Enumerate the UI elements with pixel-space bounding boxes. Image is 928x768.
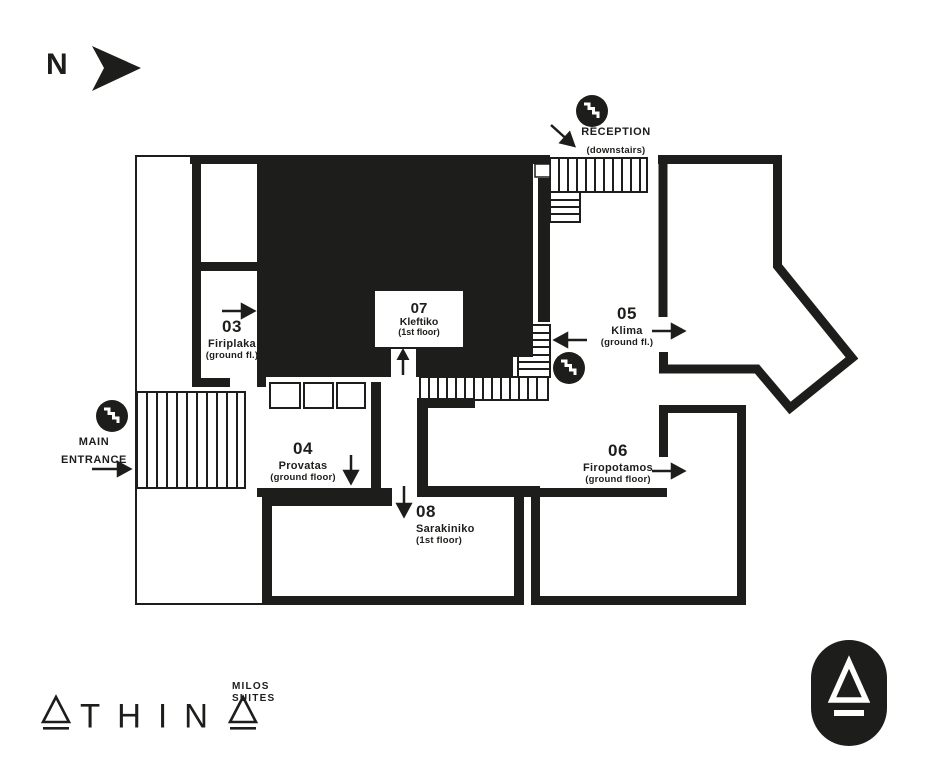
wall bbox=[262, 497, 392, 506]
entrance-stairs bbox=[136, 391, 246, 489]
letter-a-glyph bbox=[40, 694, 72, 730]
door-arrows bbox=[92, 124, 687, 519]
room-name: Kleftiko bbox=[399, 315, 439, 328]
arrow-left-icon bbox=[552, 331, 587, 349]
room-number: 03 bbox=[222, 317, 242, 336]
stair-treads bbox=[146, 392, 238, 488]
room-name: Provatas bbox=[278, 459, 328, 472]
room-name: Firiplaka bbox=[208, 337, 256, 350]
room-floor: (1st floor) bbox=[398, 326, 440, 337]
tagline-line2: SUITES bbox=[232, 692, 276, 704]
wall bbox=[417, 398, 475, 408]
stairs-icon bbox=[553, 352, 585, 384]
stair-treads bbox=[428, 377, 538, 400]
wall bbox=[659, 405, 746, 413]
wall bbox=[538, 178, 550, 322]
wall bbox=[257, 155, 266, 387]
room-name: Klima bbox=[611, 324, 643, 337]
main-entrance-line1: MAIN bbox=[78, 436, 110, 448]
arrow-up-icon bbox=[396, 348, 410, 375]
thick-walls bbox=[190, 155, 746, 605]
main-entrance-line2: ENTRANCE bbox=[61, 453, 127, 466]
wall bbox=[257, 357, 391, 377]
room-03-label: 03 Firiplaka (ground fl.) bbox=[194, 317, 270, 361]
stair-treads bbox=[550, 199, 580, 215]
arrow-down-icon bbox=[395, 486, 413, 519]
stairs-icon bbox=[96, 400, 128, 432]
wall bbox=[531, 488, 540, 605]
wall-notch bbox=[534, 163, 551, 178]
room-number: 06 bbox=[608, 441, 628, 460]
arrow-right-icon bbox=[652, 322, 687, 340]
wall bbox=[417, 398, 428, 497]
wall bbox=[531, 596, 746, 605]
room-name: Firopotamos bbox=[583, 461, 653, 474]
stair-treads bbox=[558, 158, 641, 192]
arrow-down-right-icon bbox=[550, 124, 576, 148]
wall bbox=[659, 405, 668, 457]
stairs-icon bbox=[576, 95, 608, 127]
reception-stairs bbox=[549, 157, 648, 193]
room-floor: (ground floor) bbox=[270, 471, 336, 483]
arrow-down-icon bbox=[342, 455, 360, 486]
small-unit bbox=[269, 382, 301, 409]
room-08-label: 08 Sarakiniko (1st floor) bbox=[416, 502, 496, 546]
arrow-right-icon bbox=[222, 302, 257, 320]
reception-title: RECEPTION bbox=[581, 126, 651, 138]
reception-subtitle: (downstairs) bbox=[586, 144, 646, 156]
room-number: 08 bbox=[416, 502, 436, 521]
room-floor: (ground fl.) bbox=[600, 336, 654, 348]
outer-boundary bbox=[135, 155, 263, 605]
small-unit bbox=[303, 382, 334, 409]
room-06-label: 06 Firopotamos (ground floor) bbox=[576, 441, 660, 485]
north-arrow-icon bbox=[92, 46, 141, 91]
wall bbox=[198, 262, 266, 271]
brand-tagline: MILOS SUITES bbox=[232, 681, 275, 704]
letter-a-glyph bbox=[227, 694, 259, 730]
brand-monogram-badge bbox=[811, 640, 887, 746]
small-unit bbox=[336, 382, 366, 409]
wall bbox=[192, 155, 201, 387]
room-05-label: 05 Klima (ground fl.) bbox=[588, 304, 666, 348]
stair-treads bbox=[518, 332, 550, 370]
room-number: 04 bbox=[293, 439, 313, 458]
room-floor: (ground floor) bbox=[585, 473, 651, 485]
wall bbox=[737, 413, 746, 605]
brand-wordmark: THIN bbox=[40, 688, 259, 735]
room-name: Sarakiniko bbox=[416, 522, 475, 535]
wall bbox=[416, 357, 513, 377]
room-floor: (ground fl.) bbox=[205, 349, 259, 361]
wall bbox=[531, 488, 667, 497]
wall bbox=[428, 486, 540, 497]
room-04-label: 04 Provatas (ground floor) bbox=[263, 439, 343, 483]
stairs-icons bbox=[96, 95, 608, 432]
room-05-walls bbox=[658, 155, 859, 415]
wall bbox=[192, 378, 230, 387]
wall bbox=[190, 155, 550, 164]
reception-label: RECEPTION (downstairs) bbox=[570, 122, 662, 157]
arrow-right-icon bbox=[652, 462, 687, 480]
wall bbox=[257, 488, 392, 497]
wall bbox=[514, 497, 524, 605]
room-floor: (1st floor) bbox=[416, 534, 463, 546]
room-07-label: 07 Kleftiko (1st floor) bbox=[374, 290, 464, 348]
north-label: N bbox=[46, 48, 68, 81]
wall bbox=[371, 382, 381, 492]
arrow-right-icon bbox=[92, 460, 133, 478]
thin-walls bbox=[135, 155, 648, 605]
room-number: 07 bbox=[410, 299, 428, 317]
wordmark-letters: THIN bbox=[80, 696, 225, 735]
wall bbox=[262, 497, 272, 605]
triangle-a-monogram-icon bbox=[827, 655, 871, 716]
room-number: 05 bbox=[617, 304, 637, 323]
main-entrance-label: MAIN ENTRANCE bbox=[54, 432, 134, 467]
tagline-line1: MILOS bbox=[232, 681, 270, 692]
wall bbox=[262, 596, 524, 605]
